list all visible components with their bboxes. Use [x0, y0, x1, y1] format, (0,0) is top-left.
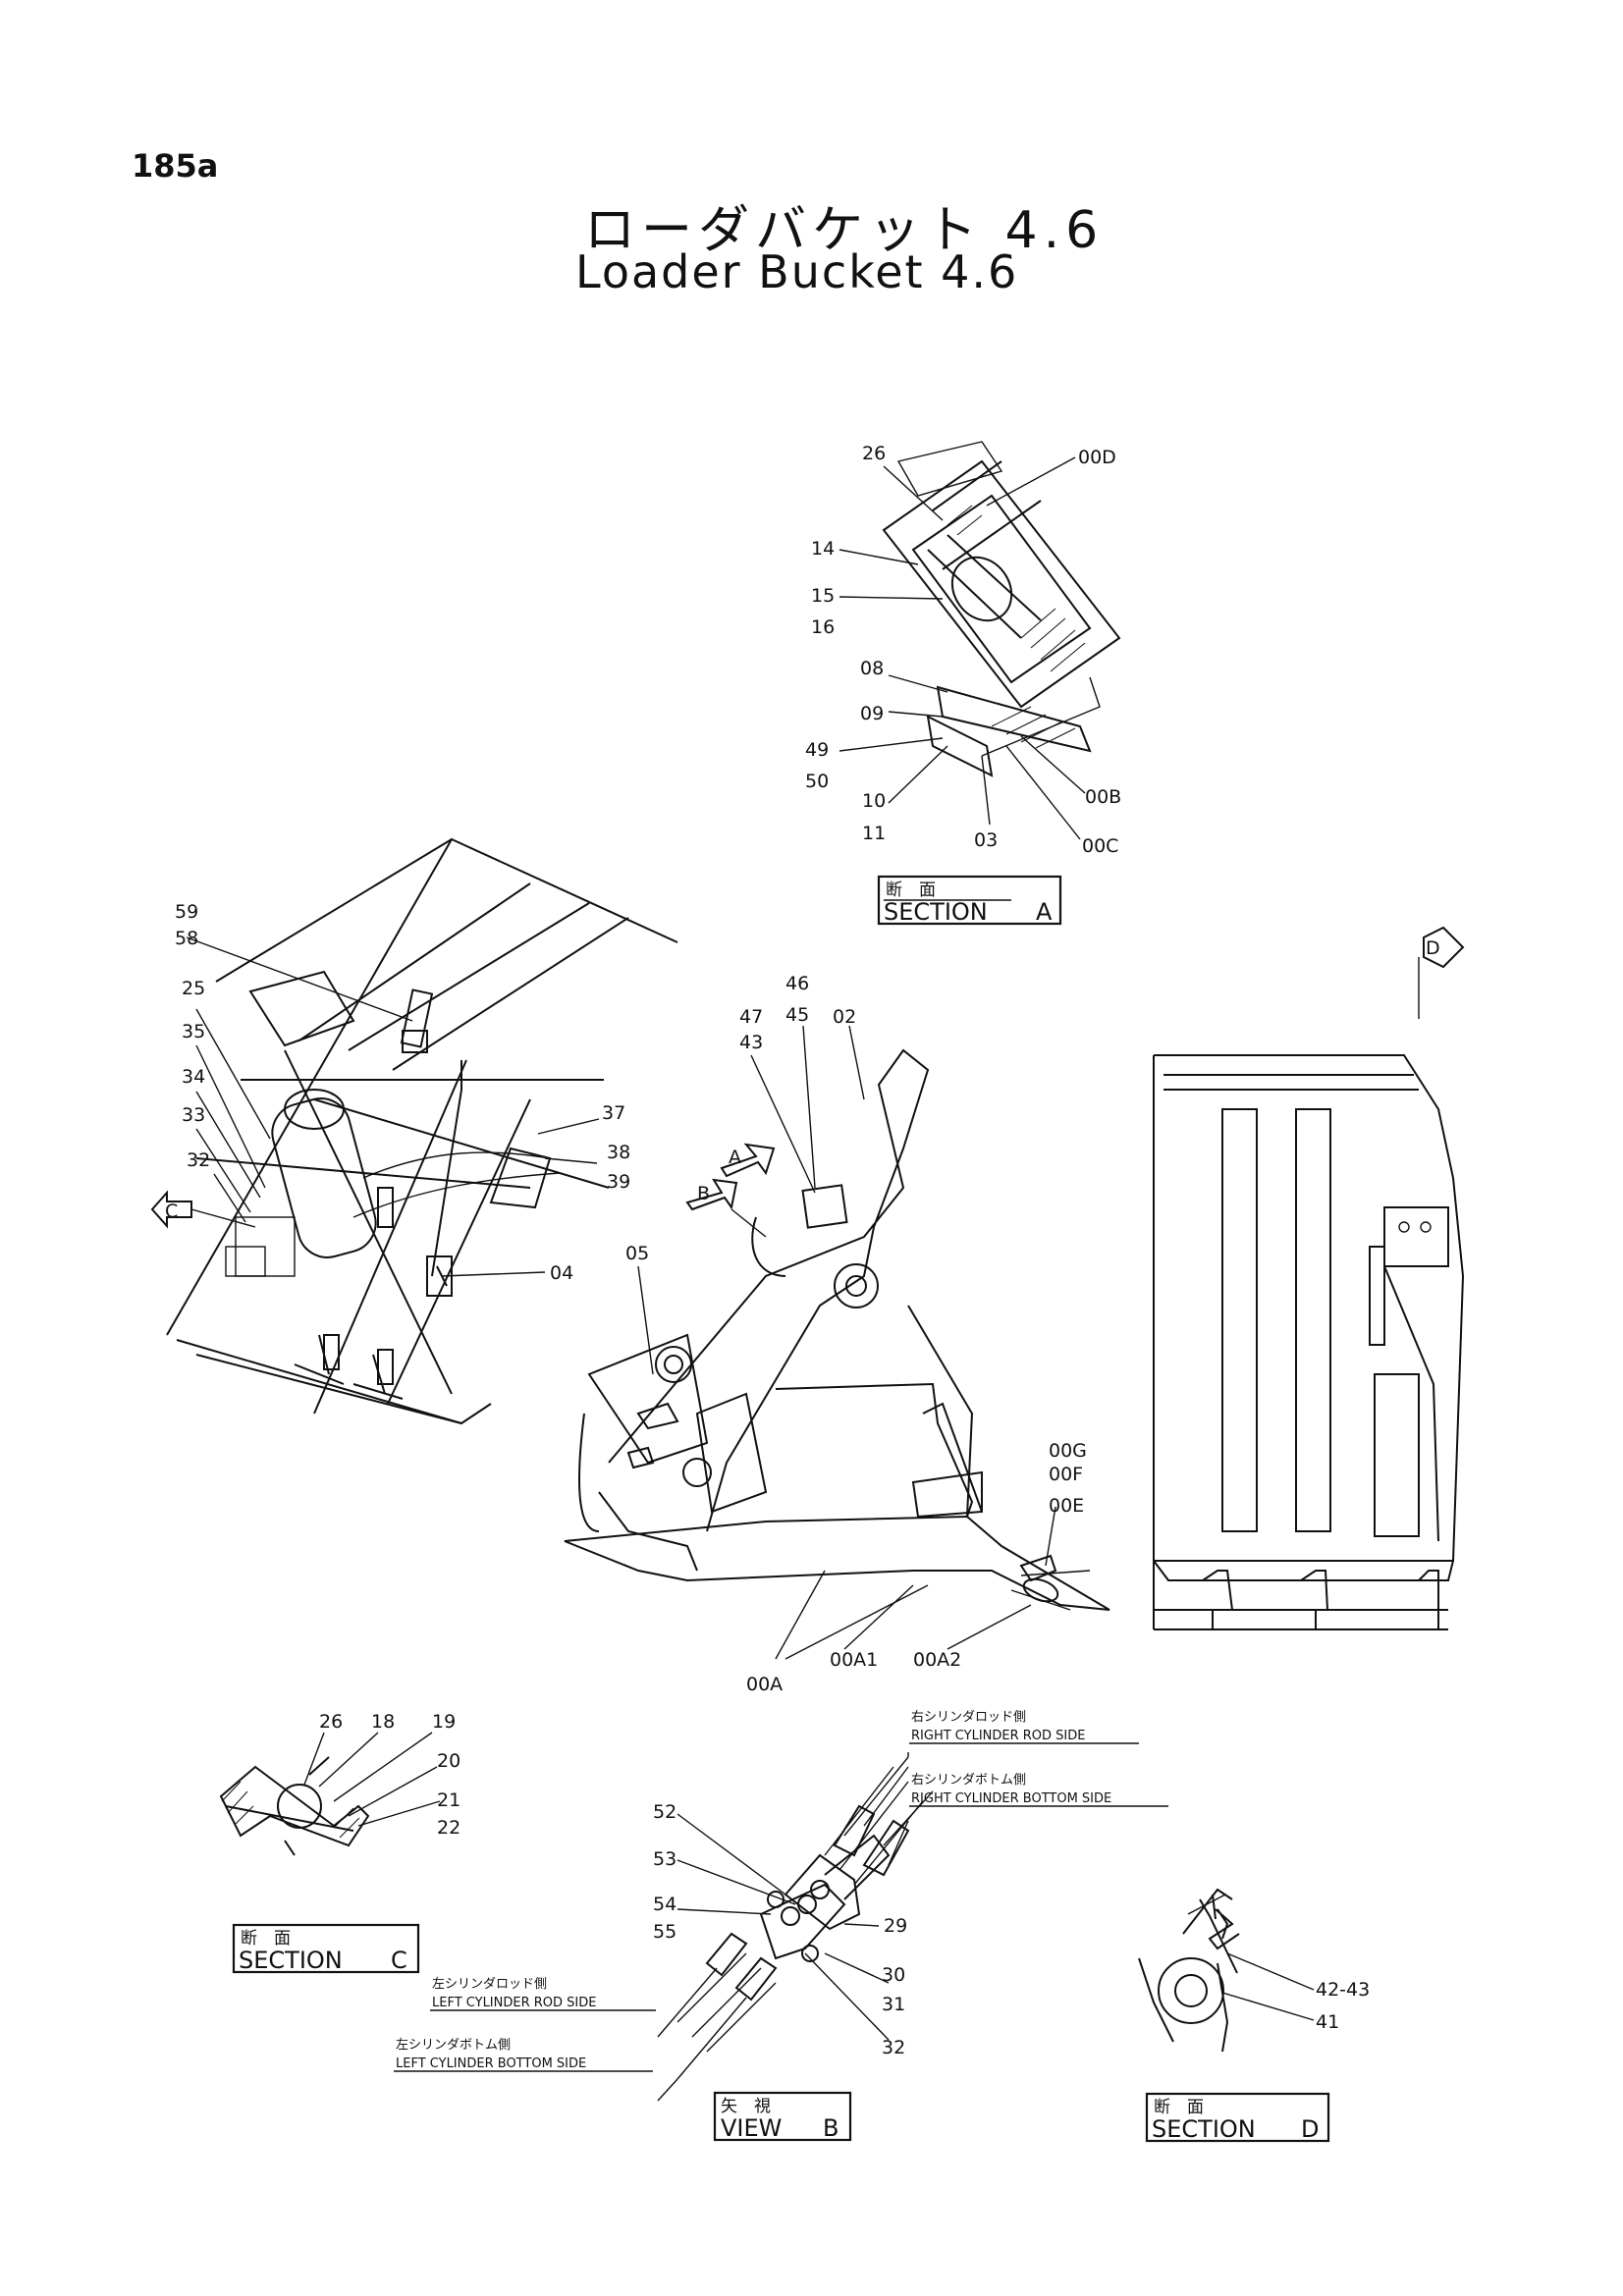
- bucket-side-view: 59 58 25 35 34 33 32 37 38 39 04 C: [150, 837, 678, 1425]
- label-39: 39: [607, 1171, 630, 1193]
- hose-right-bottom-jp: 右シリンダボトム側: [911, 1773, 1026, 1788]
- label-32: 32: [187, 1149, 210, 1171]
- label-b-52: 52: [653, 1801, 676, 1823]
- label-00g: 00G: [1049, 1440, 1087, 1462]
- label-34: 34: [182, 1066, 205, 1088]
- label-00a1: 00A1: [830, 1649, 878, 1671]
- label-14: 14: [811, 538, 835, 560]
- section-c-kanji: 断 面: [241, 1929, 291, 1949]
- title-english: Loader Bucket 4.6: [575, 245, 1019, 298]
- label-00b: 00B: [1085, 786, 1121, 808]
- label-03: 03: [974, 829, 998, 851]
- view-arrow-a: A: [729, 1147, 741, 1168]
- hose-left-rod-jp: 左シリンダロッド側: [432, 1977, 547, 1992]
- label-00c: 00C: [1082, 835, 1118, 857]
- label-b-54: 54: [653, 1894, 676, 1915]
- section-d-letter: D: [1301, 2115, 1319, 2143]
- label-c-26: 26: [319, 1711, 343, 1733]
- view-arrow-c: C: [165, 1201, 178, 1222]
- label-c-19: 19: [432, 1711, 456, 1733]
- hose-right-rod-jp: 右シリンダロッド側: [911, 1710, 1026, 1725]
- label-05: 05: [625, 1243, 649, 1264]
- label-b-53: 53: [653, 1848, 676, 1870]
- view-b-label: VIEW: [721, 2114, 782, 2142]
- label-11: 11: [862, 823, 886, 844]
- label-c-22: 22: [437, 1817, 460, 1839]
- section-a-drawing: 26 00D 14 15 16 08 09 49 50 10 11 03 00B…: [805, 441, 1121, 926]
- label-45: 45: [785, 1004, 809, 1026]
- label-35: 35: [182, 1021, 205, 1042]
- bucket-back-view: D: [1153, 926, 1465, 1630]
- label-b-32: 32: [882, 2037, 905, 2058]
- label-c-20: 20: [437, 1750, 460, 1772]
- label-26: 26: [862, 443, 886, 464]
- view-arrow-b: B: [697, 1183, 710, 1204]
- section-d-drawing: 42-43 41 断 面 SECTION D: [1138, 1888, 1370, 2143]
- label-25: 25: [182, 978, 205, 999]
- label-00f: 00F: [1049, 1464, 1083, 1485]
- label-50: 50: [805, 771, 829, 792]
- section-a-label: SECTION: [884, 898, 988, 926]
- label-47: 47: [739, 1006, 763, 1028]
- label-16: 16: [811, 616, 835, 638]
- label-b-30: 30: [882, 1964, 905, 1986]
- label-d-42-43: 42-43: [1316, 1979, 1370, 2001]
- page-code: 185a: [132, 147, 219, 185]
- view-b-kanji: 矢 視: [721, 2097, 771, 2116]
- label-c-18: 18: [371, 1711, 395, 1733]
- section-a-letter: A: [1036, 898, 1053, 926]
- view-arrow-d: D: [1426, 937, 1440, 959]
- hose-right-bottom: RIGHT CYLINDER BOTTOM SIDE: [911, 1791, 1111, 1806]
- label-38: 38: [607, 1142, 630, 1163]
- label-09: 09: [860, 703, 884, 724]
- label-49: 49: [805, 739, 829, 761]
- hose-left-bottom-jp: 左シリンダボトム側: [396, 2038, 511, 2053]
- label-08: 08: [860, 658, 884, 679]
- title-japanese: ローダバケット 4.6: [584, 201, 1105, 260]
- hose-right-rod: RIGHT CYLINDER ROD SIDE: [911, 1729, 1086, 1743]
- label-04: 04: [550, 1262, 573, 1284]
- label-37: 37: [602, 1102, 625, 1124]
- label-b-29: 29: [884, 1915, 907, 1937]
- section-c-label: SECTION: [239, 1947, 343, 1974]
- hose-left-bottom: LEFT CYLINDER BOTTOM SIDE: [396, 2056, 586, 2071]
- view-b-drawing: 52 53 54 55 29 30 31 32 右シリンダロッド側 RIGHT …: [394, 1710, 1168, 2142]
- section-d-label: SECTION: [1152, 2115, 1256, 2143]
- label-58: 58: [175, 928, 198, 949]
- label-02: 02: [833, 1006, 856, 1028]
- label-00a: 00A: [746, 1674, 783, 1695]
- label-00e: 00E: [1049, 1495, 1084, 1517]
- section-c-drawing: 26 18 19 20 21 22 断 面 SECTION C: [219, 1711, 460, 1974]
- label-00d: 00D: [1078, 447, 1116, 468]
- label-b-55: 55: [653, 1921, 676, 1943]
- label-00a2: 00A2: [913, 1649, 961, 1671]
- section-d-kanji: 断 面: [1154, 2098, 1204, 2117]
- label-b-31: 31: [882, 1994, 905, 2015]
- label-c-21: 21: [437, 1789, 460, 1811]
- label-d-41: 41: [1316, 2011, 1339, 2033]
- section-c-letter: C: [391, 1947, 407, 1974]
- label-59: 59: [175, 901, 198, 923]
- label-46: 46: [785, 973, 809, 994]
- section-a-kanji: 断 面: [886, 881, 936, 900]
- label-15: 15: [811, 585, 835, 607]
- label-10: 10: [862, 790, 886, 812]
- hose-left-rod: LEFT CYLINDER ROD SIDE: [432, 1996, 596, 2010]
- view-b-letter: B: [823, 2114, 839, 2142]
- label-43: 43: [739, 1032, 763, 1053]
- bucket-front-view: A B 46 45 47 43 02 05 00G 00F 00E 00A 00…: [564, 973, 1110, 1695]
- label-33: 33: [182, 1104, 205, 1126]
